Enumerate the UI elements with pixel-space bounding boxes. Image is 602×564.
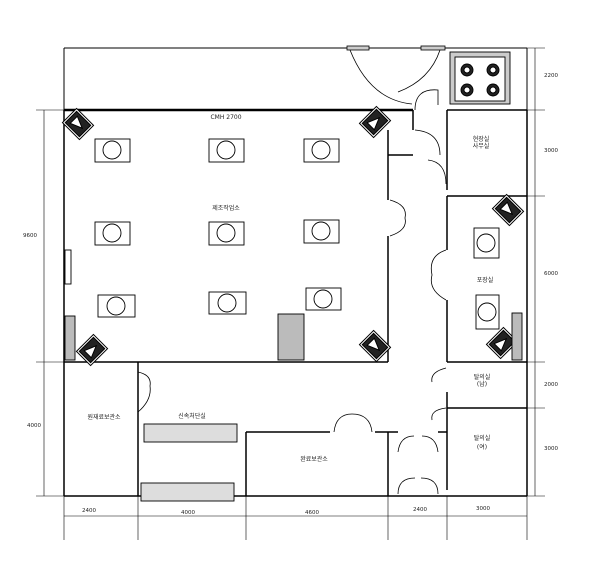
room-label-raw-storage: 원재료보관소 <box>87 413 121 421</box>
room-label-changing-male: (남) <box>477 380 487 388</box>
cooktop-icon <box>449 51 511 105</box>
swing-door-icon <box>414 89 439 111</box>
corner-ventilator-icon <box>491 193 525 227</box>
corner-ventilator-icon <box>485 326 519 360</box>
workbench-circle-icon <box>303 219 340 244</box>
window-marker <box>346 45 370 51</box>
dim-right-1: 2200 <box>544 73 558 79</box>
room-label-changing-male: 탈의실 <box>474 373 491 381</box>
swing-door-icon <box>431 407 447 421</box>
interior-walls <box>64 110 527 496</box>
room-label-product-storage: 완료보관소 <box>300 455 328 463</box>
window-marker <box>420 45 446 51</box>
dim-right-3: 6000 <box>544 271 558 277</box>
room-label-office: 현장실 <box>473 135 490 143</box>
doors <box>137 45 447 495</box>
outer-walls <box>63 47 528 497</box>
swing-door-icon <box>414 129 441 156</box>
workbench-circle-icon <box>208 291 247 315</box>
swing-door-icon <box>397 49 441 93</box>
dimension-lines <box>36 47 545 540</box>
workbench-circle-icon <box>208 221 245 246</box>
dim-bottom-5: 3000 <box>476 506 490 512</box>
swing-door-icon <box>397 477 439 495</box>
workbench-circle-icon <box>473 227 500 259</box>
dim-bottom-4: 2400 <box>413 507 427 513</box>
wall-panel <box>64 249 72 285</box>
room-label-changing-female: 탈의실 <box>474 434 491 442</box>
fixtures <box>64 51 523 502</box>
corner-ventilator-icon <box>358 105 392 139</box>
room-label-changing-female: (여) <box>477 443 487 451</box>
workbench-circle-icon <box>303 138 340 163</box>
dim-right-4: 2000 <box>544 382 558 388</box>
storage-cabinet <box>511 312 523 361</box>
storage-cabinet <box>64 315 76 361</box>
ventilators <box>61 105 525 367</box>
dim-left-upper: 9600 <box>23 233 37 239</box>
plasma-table <box>143 423 238 443</box>
room-label-packaging: 포장실 <box>477 276 494 284</box>
corner-ventilator-icon <box>75 333 109 367</box>
corner-ventilator-icon <box>61 107 95 141</box>
dimension-labels: 9600 4000 2200 3000 6000 2000 3000 2400 … <box>23 73 558 516</box>
room-labels: CMH 2700 제조작업소 현장실 사무실 포장실 탈의실 (남) 탈의실 (… <box>87 114 493 463</box>
swing-door-icon <box>430 249 447 301</box>
dim-right-5: 3000 <box>544 446 558 452</box>
swing-door-icon <box>137 371 151 413</box>
swing-door-icon <box>333 413 373 433</box>
dim-bottom-2: 4000 <box>181 510 195 516</box>
swing-door-icon <box>431 367 447 383</box>
corner-ventilator-icon <box>358 329 392 363</box>
workbench-circle-icon <box>475 294 500 330</box>
swing-door-icon <box>349 49 413 105</box>
room-label-plasma: 신속처단실 <box>178 412 206 420</box>
swing-door-icon <box>397 435 439 453</box>
plasma-table <box>140 482 235 502</box>
swing-door-icon <box>389 199 406 237</box>
swing-door-icon <box>427 159 447 185</box>
crane-label: CMH 2700 <box>210 114 241 121</box>
workbenches <box>94 138 500 330</box>
room-label-office: 사무실 <box>473 142 490 150</box>
workbench-circle-icon <box>305 287 342 311</box>
storage-cabinet <box>277 313 305 361</box>
workbench-circle-icon <box>94 138 131 163</box>
workbench-circle-icon <box>94 221 131 246</box>
dim-right-2: 3000 <box>544 148 558 154</box>
dim-bottom-1: 2400 <box>82 508 96 514</box>
dim-left-lower: 4000 <box>27 423 41 429</box>
room-label-manufacturing: 제조작업소 <box>212 204 240 212</box>
dim-bottom-3: 4600 <box>305 510 319 516</box>
workbench-circle-icon <box>97 294 136 318</box>
workbench-circle-icon <box>208 138 245 163</box>
